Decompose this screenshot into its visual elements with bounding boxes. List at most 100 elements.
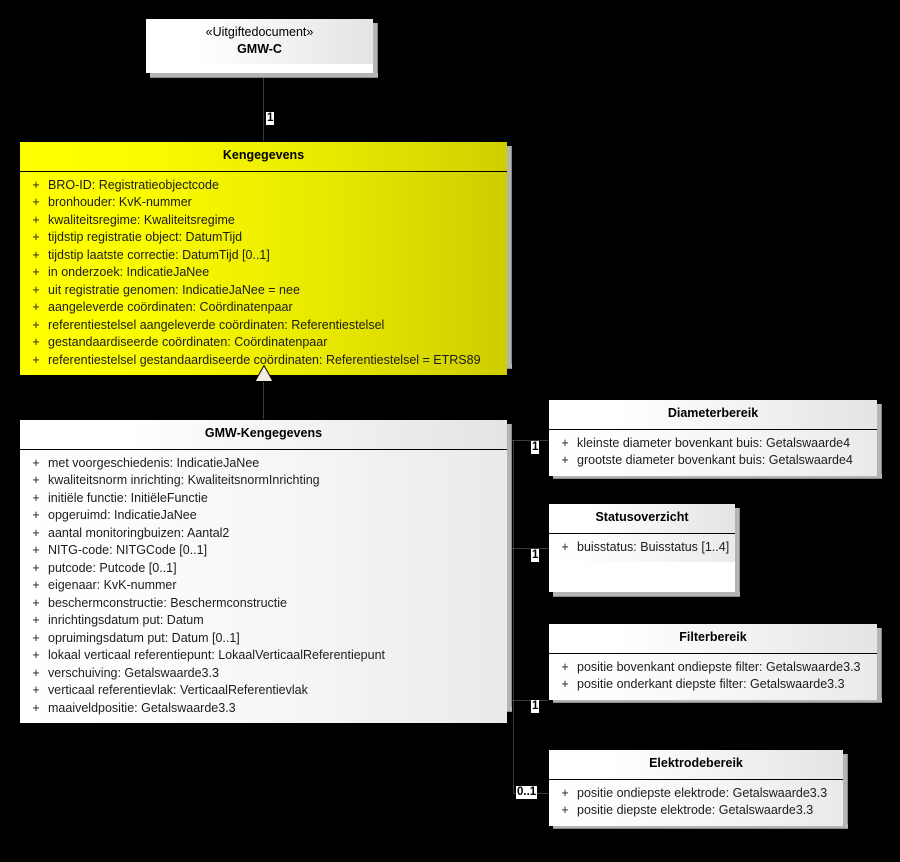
class-title-gmw-c: «Uitgiftedocument» GMW-C bbox=[146, 19, 373, 65]
attribute-signature: beschermconstructie: Beschermconstructie bbox=[48, 595, 287, 610]
attribute-row: + opgeruimd: IndicatieJaNee bbox=[24, 507, 503, 525]
attribute-signature: tijdstip laatste correctie: DatumTijd [0… bbox=[48, 247, 270, 262]
class-box-kengegevens[interactable]: Kengegevens + BRO-ID: Registratieobjectco… bbox=[19, 141, 512, 376]
class-title-kengegevens: Kengegevens bbox=[20, 142, 507, 172]
attribute-signature: positie diepste elektrode: Getalswaarde3… bbox=[577, 803, 814, 818]
attribute-list-elektrodebereik: + positie ondiepste elektrode: Getalswaar… bbox=[549, 779, 843, 826]
attribute-signature: bronhouder: KvK-nummer bbox=[48, 195, 192, 210]
attribute-row: +maaiveldpositie: Getalswaarde3.3 bbox=[24, 700, 503, 718]
attribute-row: + positie ondiepste elektrode: Getalswaar… bbox=[553, 785, 839, 803]
class-box-gmw-c[interactable]: «Uitgiftedocument» GMW-C bbox=[145, 18, 378, 78]
attribute-visibility: + bbox=[32, 282, 40, 297]
attribute-signature: kwaliteitsnorm inrichting: Kwaliteitsnor… bbox=[48, 473, 320, 488]
attribute-row: +uit registratie genomen: IndicatieJaNee… bbox=[24, 282, 503, 300]
attribute-list-diameterbereik: +kleinste diameter bovenkant buis: Getal… bbox=[549, 429, 877, 476]
class-box-filterbereik[interactable]: Filterbereik + positie bovenkant ondiepst… bbox=[548, 623, 882, 703]
attribute-row: + verticaal referentievlak: VerticaalRefe… bbox=[24, 682, 503, 700]
attribute-signature: buisstatus: Buisstatus [1..4] bbox=[577, 539, 730, 554]
attribute-signature: positie bovenkant ondiepste filter: Geta… bbox=[577, 659, 861, 674]
attribute-visibility: + bbox=[32, 177, 40, 192]
class-box-elektrodebereik[interactable]: Elektrodebereik +positie ondiepste elekt… bbox=[548, 749, 848, 829]
attribute-visibility: + bbox=[32, 613, 40, 628]
class-stereotype-gmw-c: «Uitgiftedocument» bbox=[205, 25, 314, 39]
attribute-row: + kwaliteitsregime: Kwaliteitsregime bbox=[24, 212, 503, 230]
attribute-signature: positie ondiepste elektrode: Getalswaard… bbox=[577, 785, 828, 800]
attribute-signature: met voorgeschiedenis: IndicatieJaNee bbox=[48, 455, 260, 470]
attribute-row: + eigenaar: KvK-nummer bbox=[24, 577, 503, 595]
attribute-signature: BRO-ID: Registratieobjectcode bbox=[48, 177, 219, 192]
box-shadow-bottom bbox=[553, 698, 882, 703]
attribute-row: +positie onderkant diepste filter: Getal… bbox=[553, 676, 873, 694]
connector-to-diameterbereik bbox=[508, 440, 548, 441]
attribute-signature: gestandaardiseerde coördinaten: Coördina… bbox=[48, 335, 328, 350]
box-shadow-right bbox=[877, 628, 882, 703]
attribute-signature: in onderzoek: IndicatieJaNee bbox=[48, 265, 210, 280]
attribute-signature: opgeruimd: IndicatieJaNee bbox=[48, 508, 197, 523]
attribute-visibility: + bbox=[32, 490, 40, 505]
attribute-row: + lokaal verticaal referentiepunt: Lokaal… bbox=[24, 647, 503, 665]
connector-generalization-line bbox=[263, 364, 264, 419]
connector-to-filterbereik bbox=[508, 700, 548, 701]
attribute-row: + met voorgeschiedenis: IndicatieJaNee bbox=[24, 455, 503, 473]
attribute-signature: initiële functie: InitiëleFunctie bbox=[48, 490, 208, 505]
attribute-signature: kwaliteitsregime: Kwaliteitsregime bbox=[48, 212, 235, 227]
box-shadow-bottom bbox=[150, 73, 378, 78]
attribute-signature: tijdstip registratie object: DatumTijd bbox=[48, 230, 243, 245]
attribute-visibility: + bbox=[561, 677, 569, 692]
attribute-signature: eigenaar: KvK-nummer bbox=[48, 578, 177, 593]
attribute-visibility: + bbox=[32, 335, 40, 350]
generalization-triangle-icon bbox=[254, 364, 274, 382]
connector-gmwc-kengegevens bbox=[263, 73, 264, 141]
attribute-signature: referentiestelsel gestandaardiseerde coö… bbox=[48, 352, 481, 367]
attribute-visibility: + bbox=[561, 803, 569, 818]
attribute-signature: aantal monitoringbuizen: Aantal2 bbox=[48, 525, 230, 540]
attribute-visibility: + bbox=[561, 539, 569, 554]
attribute-signature: opruimingsdatum put: Datum [0..1] bbox=[48, 630, 240, 645]
box-shadow-bottom bbox=[553, 592, 740, 597]
class-box-statusoverzicht[interactable]: Statusoverzicht +buisstatus: Buisstatus … bbox=[548, 503, 740, 597]
attribute-row: + gestandaardiseerde coördinaten: Coördin… bbox=[24, 334, 503, 352]
attribute-row: +tijdstip registratie object: DatumTijd bbox=[24, 229, 503, 247]
attribute-signature: kleinste diameter bovenkant buis: Getals… bbox=[577, 435, 851, 450]
attribute-list-statusoverzicht: + buisstatus: Buisstatus [1..4] bbox=[549, 533, 735, 563]
attribute-signature: aangeleverde coördinaten: Coördinatenpaa… bbox=[48, 300, 293, 315]
multiplicity-statusoverzicht: 1 bbox=[531, 549, 540, 562]
attribute-visibility: + bbox=[32, 508, 40, 523]
attribute-visibility: + bbox=[561, 659, 569, 674]
class-box-diameterbereik[interactable]: Diameterbereik +kleinste diameter bovenk… bbox=[548, 399, 882, 479]
attribute-signature: verticaal referentievlak: VerticaalRefer… bbox=[48, 683, 308, 698]
attribute-row: +bronhouder: KvK-nummer bbox=[24, 194, 503, 212]
class-title-filterbereik: Filterbereik bbox=[549, 624, 877, 654]
attribute-row: + buisstatus: Buisstatus [1..4] bbox=[553, 539, 731, 557]
attribute-row: + in onderzoek: IndicatieJaNee bbox=[24, 264, 503, 282]
box-shadow-right bbox=[877, 404, 882, 479]
connector-to-statusoverzicht bbox=[508, 548, 548, 549]
attribute-visibility: + bbox=[561, 785, 569, 800]
attribute-visibility: + bbox=[32, 630, 40, 645]
attribute-signature: verschuiving: Getalswaarde3.3 bbox=[48, 665, 219, 680]
attribute-signature: maaiveldpositie: Getalswaarde3.3 bbox=[48, 700, 236, 715]
attribute-visibility: + bbox=[32, 560, 40, 575]
attribute-signature: lokaal verticaal referentiepunt: LokaalV… bbox=[48, 648, 386, 663]
attribute-visibility: + bbox=[32, 317, 40, 332]
connector-elektrodebereik-drop bbox=[513, 700, 514, 793]
multiplicity-elektrodebereik: 0..1 bbox=[516, 786, 538, 799]
attribute-visibility: + bbox=[32, 683, 40, 698]
attribute-row: +verschuiving: Getalswaarde3.3 bbox=[24, 665, 503, 683]
attribute-visibility: + bbox=[32, 212, 40, 227]
attribute-row: +NITG-code: NITGCode [0..1] bbox=[24, 542, 503, 560]
attribute-visibility: + bbox=[32, 578, 40, 593]
attribute-visibility: + bbox=[32, 265, 40, 280]
attribute-visibility: + bbox=[32, 648, 40, 663]
class-box-gmw-kengegevens[interactable]: GMW-Kengegevens +met voorgeschiedenis: I… bbox=[19, 419, 512, 724]
attribute-visibility: + bbox=[32, 247, 40, 262]
connector-right-trunk bbox=[513, 440, 514, 708]
attribute-visibility: + bbox=[32, 525, 40, 540]
attribute-visibility: + bbox=[32, 455, 40, 470]
box-shadow-right bbox=[843, 754, 848, 829]
attribute-row: + aantal monitoringbuizen: Aantal2 bbox=[24, 525, 503, 543]
attribute-row: +putcode: Putcode [0..1] bbox=[24, 560, 503, 578]
class-title-diameterbereik: Diameterbereik bbox=[549, 400, 877, 430]
attribute-row: +inrichtingsdatum put: Datum bbox=[24, 612, 503, 630]
